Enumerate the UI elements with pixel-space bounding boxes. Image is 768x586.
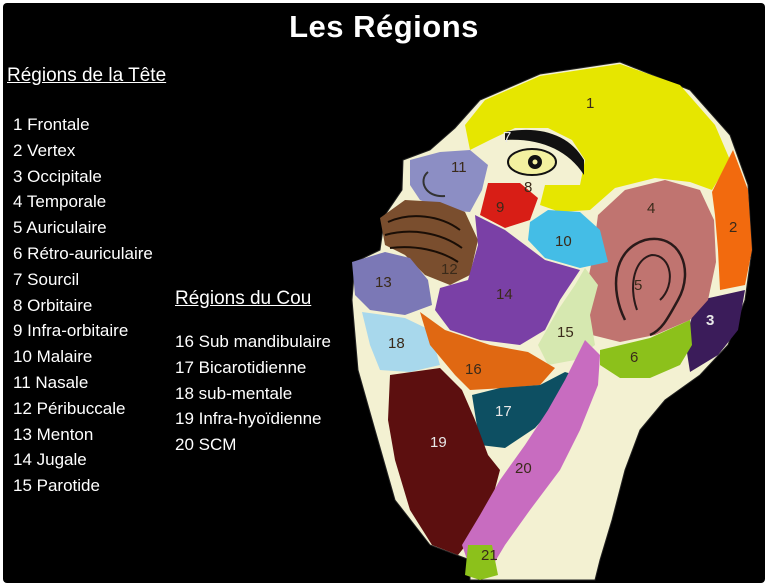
- list-item: 13 Menton: [13, 424, 94, 444]
- region-number: 11: [451, 159, 467, 176]
- region-number: 19: [430, 434, 447, 451]
- head-regions-list: 1 Frontale 2 Vertex 3 Occipitale 4 Tempo…: [13, 112, 153, 499]
- neck-regions-list: 16 Sub mandibulaire 17 Bicarotidienne 18…: [175, 329, 331, 458]
- region-number: 3: [706, 312, 714, 329]
- region-nasale: [410, 150, 488, 212]
- list-item: 16 Sub mandibulaire: [175, 332, 331, 351]
- list-item: 14 Jugale: [13, 450, 87, 470]
- list-item: 3 Occipitale: [13, 166, 102, 186]
- region-sub-mandibulaire: [420, 312, 555, 390]
- region-malaire: [528, 210, 608, 268]
- region-infra-orbitaire: [480, 183, 538, 228]
- lip-upper: [387, 215, 461, 231]
- region-number: 21: [481, 547, 498, 564]
- region-peribuccale: [380, 200, 478, 285]
- neck-regions-heading: Régions du Cou: [175, 288, 312, 309]
- region-menton: [352, 252, 432, 315]
- region-number: 13: [375, 274, 392, 291]
- region-number: 5: [634, 277, 642, 294]
- list-item: 6 Rétro-auriculaire: [13, 243, 153, 263]
- list-item: 7 Sourcil: [13, 269, 80, 289]
- region-vertex: [712, 150, 752, 290]
- region-parotide: [538, 268, 598, 365]
- list-item: 1 Frontale: [13, 115, 90, 134]
- list-item: 11 Nasale: [13, 372, 89, 392]
- list-item: 12 Péribuccale: [13, 398, 126, 418]
- region-number: 6: [630, 349, 638, 366]
- list-item: 15 Parotide: [13, 476, 100, 496]
- list-item: 20 SCM: [175, 435, 237, 455]
- list-item: 5 Auriculaire: [13, 218, 107, 238]
- region-number: 8: [524, 179, 532, 196]
- region-21: [465, 545, 498, 580]
- lip-line: [384, 230, 463, 249]
- region-number: 17: [495, 403, 512, 420]
- region-number: 12: [441, 261, 458, 278]
- region-number: 7: [503, 129, 511, 146]
- region-number: 16: [465, 361, 482, 378]
- region-sub-mentale: [362, 312, 440, 372]
- ear-inner: [632, 253, 671, 311]
- region-retro-auriculaire: [600, 320, 692, 378]
- list-item: 18 sub-mentale: [175, 383, 293, 403]
- region-infra-hyoidienne: [388, 368, 500, 555]
- list-item: 8 Orbitaire: [13, 295, 93, 315]
- region-number: 10: [555, 233, 572, 250]
- head-regions-heading: Régions de la Tête: [7, 65, 167, 86]
- region-jugale: [435, 215, 580, 345]
- region-number: 1: [586, 95, 594, 112]
- region-number: 4: [647, 200, 655, 217]
- region-number: 20: [515, 460, 532, 477]
- region-number: 18: [388, 335, 405, 352]
- region-sourcil: [505, 129, 584, 175]
- ear-outline: [614, 237, 687, 337]
- list-item: 10 Malaire: [13, 347, 93, 367]
- list-item: 9 Infra-orbitaire: [13, 321, 129, 341]
- list-item: 19 Infra-hyoïdienne: [175, 409, 322, 429]
- region-number: 9: [496, 199, 504, 216]
- lip-lower: [389, 246, 459, 263]
- region-occipitale: [685, 290, 745, 372]
- page-title: Les Régions: [289, 9, 479, 44]
- eye-pupil-highlight: [532, 159, 538, 165]
- nostril-outline: [422, 171, 446, 198]
- list-item: 4 Temporale: [13, 192, 107, 212]
- region-number: 15: [557, 324, 574, 341]
- region-number: 2: [729, 219, 737, 236]
- region-number: 14: [496, 286, 513, 303]
- region-bicarotidienne: [472, 372, 575, 448]
- region-frontale: [465, 64, 730, 212]
- list-item: 17 Bicarotidienne: [175, 357, 307, 377]
- region-scm: [462, 340, 600, 570]
- list-item: 2 Vertex: [13, 140, 76, 160]
